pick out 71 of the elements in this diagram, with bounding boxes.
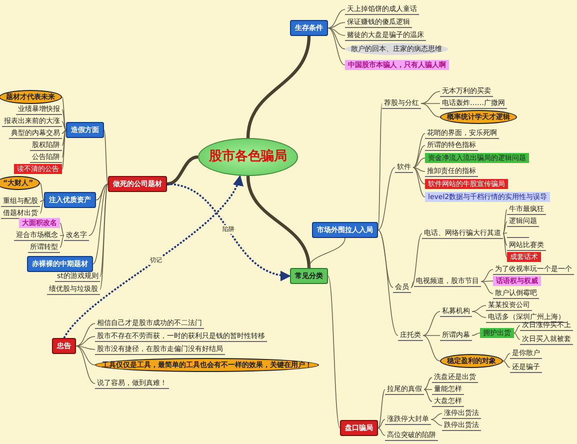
- connector-line: [88, 184, 108, 236]
- connector-line: [62, 121, 66, 130]
- connector-line: [424, 389, 432, 402]
- dashed-arrow: [63, 175, 242, 339]
- connector-line: [412, 167, 426, 198]
- connector-line: [472, 305, 486, 312]
- connector-line: [480, 269, 494, 282]
- connector-line: [514, 332, 520, 340]
- connector-line: [246, 36, 311, 138]
- connector-line: [76, 346, 96, 384]
- connector-line: [40, 200, 44, 214]
- connector-line: [92, 184, 108, 264]
- connector-line: [480, 280, 494, 282]
- connector-line: [480, 281, 494, 294]
- connector-line: [40, 182, 44, 200]
- connector-line: [412, 133, 426, 168]
- connector-line: [410, 233, 422, 288]
- connector-line: [502, 209, 508, 234]
- connector-line: [76, 346, 96, 366]
- connector-line: [328, 276, 340, 428]
- connector-line: [412, 167, 426, 172]
- connector-line: [412, 158, 426, 168]
- connector-line: [104, 130, 108, 184]
- connector-line: [378, 167, 396, 230]
- connector-line: [328, 22, 346, 28]
- connector-line: [502, 233, 508, 258]
- connector-line: [378, 230, 398, 336]
- central-topic-ellipse: 股市各色骗局: [198, 138, 298, 176]
- connector-line: [60, 222, 64, 236]
- connector-line: [378, 419, 386, 428]
- connector-line: [430, 413, 442, 420]
- connector-line: [378, 428, 386, 436]
- connector-line: [328, 28, 346, 50]
- connector-line: [420, 103, 440, 118]
- connector-line: [60, 235, 64, 236]
- connector-line: [502, 360, 510, 368]
- connector-line: [420, 103, 440, 104]
- connector-line: [502, 233, 508, 246]
- connector-line: [472, 332, 480, 336]
- connector-line: [62, 109, 66, 130]
- connector-line: [328, 28, 346, 36]
- connector-line: [424, 389, 432, 390]
- connector-line: [420, 91, 440, 104]
- connector-line: [430, 419, 442, 426]
- connector-line: [246, 176, 311, 268]
- connector-line: [422, 335, 440, 362]
- connector-line: [76, 336, 96, 346]
- connector-line: [166, 155, 198, 186]
- connector-line: [422, 335, 440, 336]
- connector-line: [60, 235, 64, 248]
- connector-line: [378, 389, 386, 428]
- connector-line: [472, 311, 486, 318]
- connector-line: [502, 221, 508, 234]
- connector-line: [412, 167, 426, 184]
- connector-line: [308, 238, 346, 268]
- connector-line: [422, 311, 440, 336]
- connector-line: [424, 377, 432, 390]
- connector-line: [378, 103, 382, 230]
- connector-line: [76, 323, 96, 346]
- connector-line: [62, 130, 66, 158]
- connector-line: [514, 325, 520, 334]
- connector-line: [502, 353, 510, 362]
- connector-line: [62, 130, 66, 170]
- connector-line: [328, 28, 346, 66]
- connector-line: [502, 232, 508, 234]
- connector-line: [62, 130, 66, 146]
- connector-line: [40, 200, 44, 202]
- connector-line: [410, 281, 414, 288]
- connector-line: [412, 145, 426, 168]
- dashed-arrow: [166, 183, 292, 280]
- connector-line: [328, 9, 346, 28]
